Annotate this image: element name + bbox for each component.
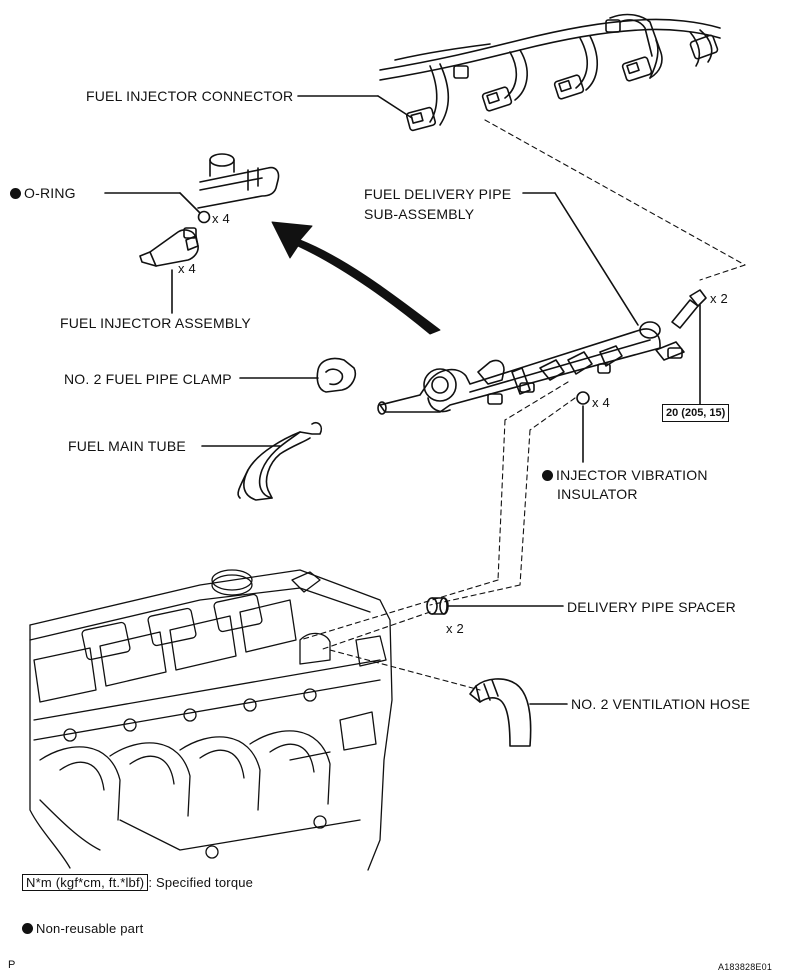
label-ventilation-hose: NO. 2 VENTILATION HOSE: [571, 696, 751, 712]
direction-arrow: [271, 221, 441, 335]
fuel-main-tube-drawing: [237, 421, 323, 501]
label-delivery-pipe-line1: FUEL DELIVERY PIPE: [364, 186, 512, 202]
footer-left-code: P: [8, 959, 16, 971]
leader-delivery-pipe-tip: [554, 192, 639, 326]
figure-id: A183828E01: [718, 962, 773, 972]
legend-torque-unit: N*m (kgf*cm, ft.*lbf): [22, 874, 149, 891]
label-insulator-line2: INSULATOR: [557, 486, 638, 502]
ventilation-hose-drawing: [469, 678, 532, 747]
injector-inset-drawing: [139, 153, 280, 267]
label-fuel-injector-connector: FUEL INJECTOR CONNECTOR: [86, 88, 294, 104]
label-insulator-group: INJECTOR VIBRATION: [542, 466, 708, 484]
label-delivery-pipe-line2: SUB-ASSEMBLY: [364, 206, 475, 222]
o-ring-shape: [197, 210, 211, 224]
fuel-pipe-clamp-drawing: [316, 357, 357, 393]
legend-non-reusable: Non-reusable part: [22, 920, 143, 938]
non-reusable-dot-icon: [22, 923, 33, 934]
engine-block-drawing: [29, 569, 393, 871]
label-insulator-line1: INJECTOR VIBRATION: [556, 467, 708, 483]
leader-injector-connector-tip: [377, 95, 413, 119]
label-o-ring: O-RING: [24, 185, 76, 201]
non-reusable-dot-icon: [10, 188, 21, 199]
non-reusable-dot-icon: [542, 470, 553, 481]
label-fuel-injector-assembly: FUEL INJECTOR ASSEMBLY: [60, 315, 251, 331]
qty-injector: x 4: [178, 261, 196, 276]
qty-bolt: x 2: [710, 291, 728, 306]
qty-o-ring: x 4: [212, 211, 230, 226]
label-delivery-pipe-spacer: DELIVERY PIPE SPACER: [567, 599, 736, 615]
wire-harness-drawing: [379, 13, 721, 132]
fuel-delivery-pipe-drawing: [377, 289, 707, 415]
legend-torque: N*m (kgf*cm, ft.*lbf): Specified torque: [22, 874, 253, 892]
insulator-shape: [576, 391, 590, 405]
label-o-ring-group: O-RING: [10, 184, 76, 202]
legend-non-reusable-text: Non-reusable part: [36, 921, 144, 936]
alignment-dashes: [299, 119, 746, 691]
legend-torque-desc: : Specified torque: [148, 875, 254, 890]
qty-insulator: x 4: [592, 395, 610, 410]
qty-spacer: x 2: [446, 621, 464, 636]
label-fuel-pipe-clamp: NO. 2 FUEL PIPE CLAMP: [64, 371, 232, 387]
label-fuel-main-tube: FUEL MAIN TUBE: [68, 438, 186, 454]
leader-o-ring-tip: [179, 192, 201, 214]
torque-spec-box: 20 (205, 15): [662, 404, 730, 422]
